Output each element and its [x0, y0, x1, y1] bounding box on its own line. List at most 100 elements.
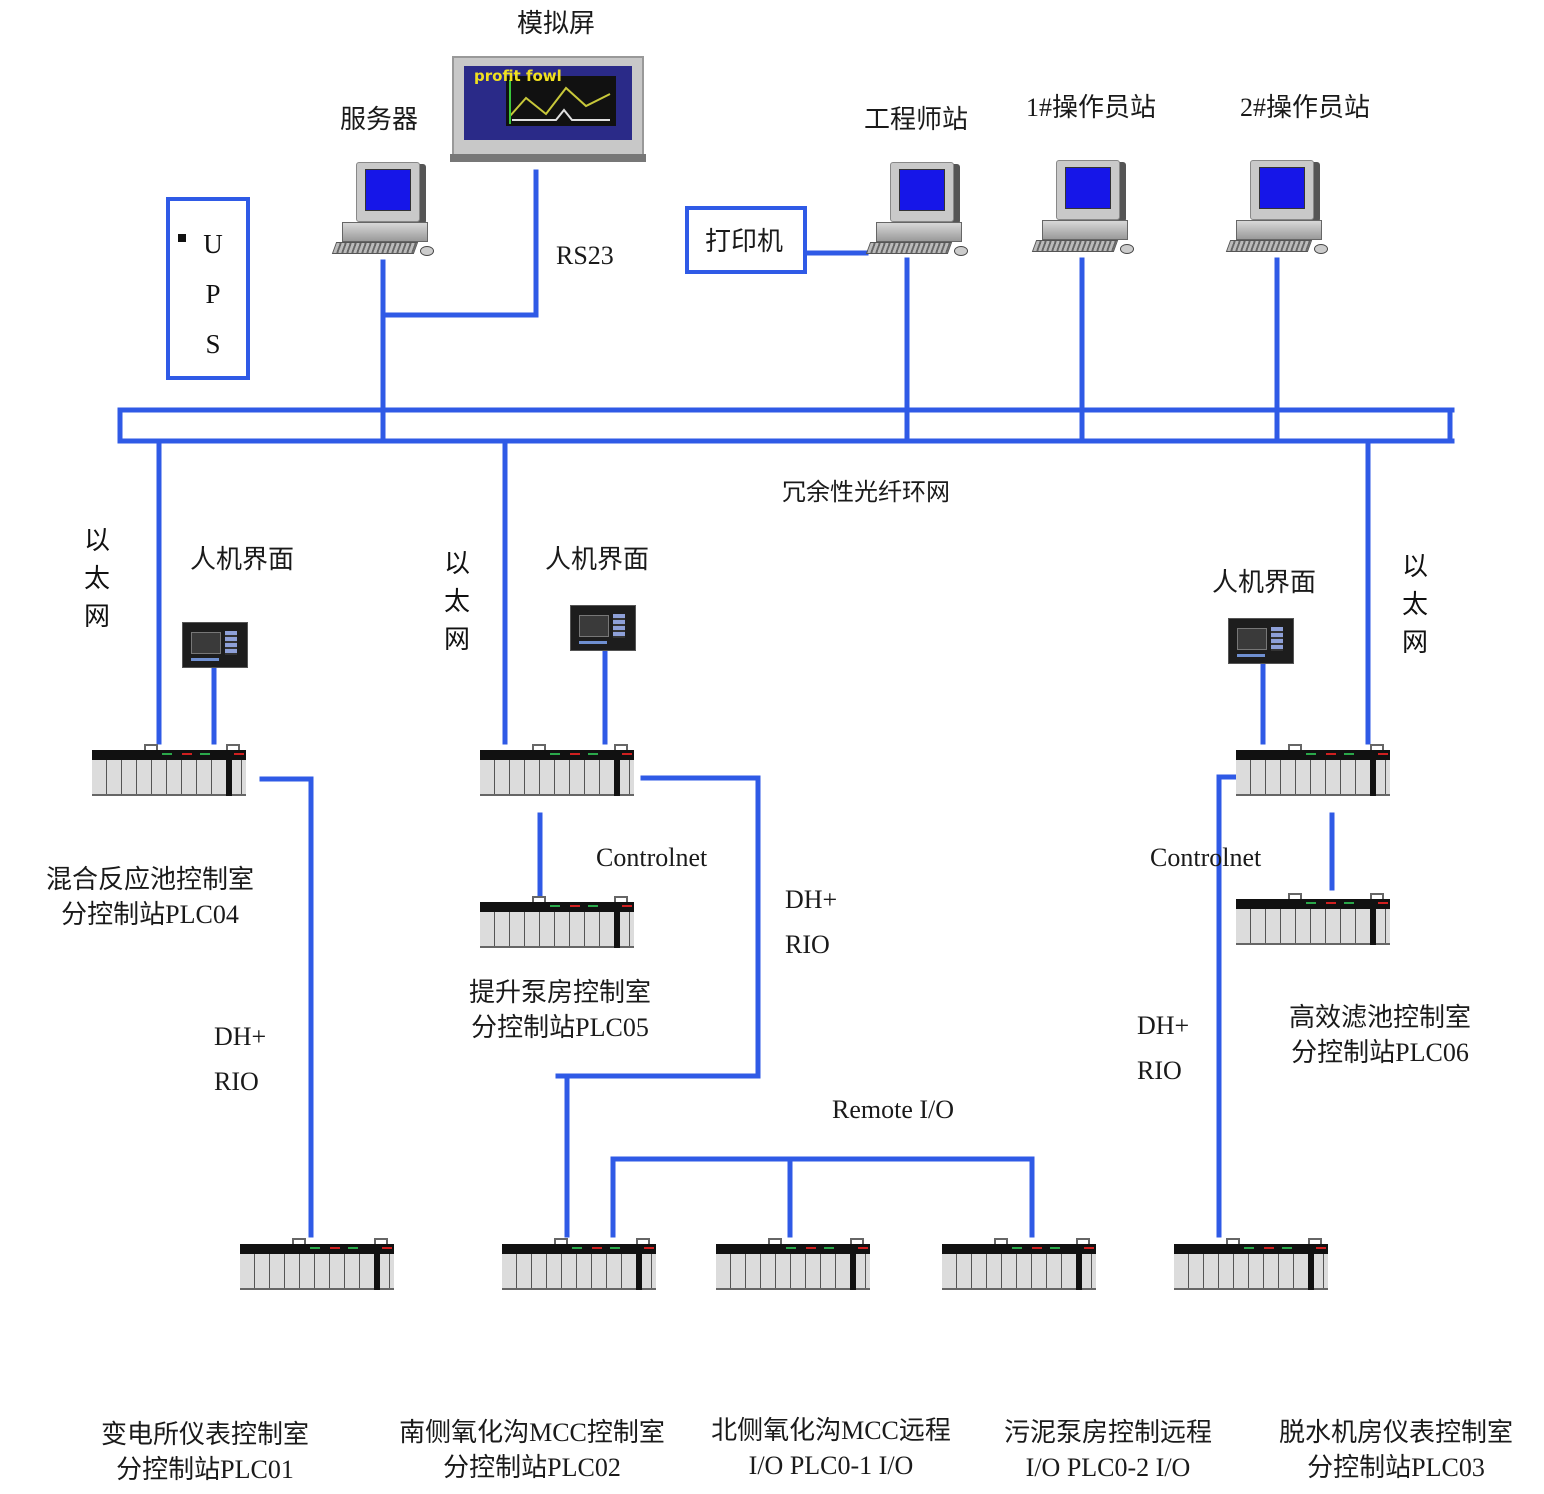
- operator1-computer-icon[interactable]: [1031, 160, 1134, 256]
- status-led-icon: [570, 753, 580, 755]
- plc-rack-icon-plc06[interactable]: [1236, 744, 1390, 800]
- status-led-icon: [1344, 753, 1354, 755]
- mimic-screen-icon[interactable]: profit fowl: [450, 56, 646, 162]
- status-led-icon: [382, 1247, 392, 1249]
- operator2-label: 2#操作员站: [1240, 93, 1371, 122]
- dh-label-left: DH+: [214, 1022, 267, 1051]
- rio-label-right: RIO: [1137, 1056, 1182, 1085]
- station-label-plc06: 高效滤池控制室分控制站PLC06: [1288, 1003, 1472, 1068]
- hmi-label-plc06: 人机界面: [1212, 568, 1317, 597]
- hmi-label-plc05: 人机界面: [545, 545, 650, 574]
- trend-chart-icon: [509, 80, 611, 124]
- status-led-icon: [572, 1247, 582, 1249]
- ring-network-label: 冗余性光纤环网: [782, 478, 950, 506]
- plc-rack-icon-plc05[interactable]: [480, 744, 634, 800]
- status-led-icon: [1316, 1247, 1326, 1249]
- status-led-icon: [644, 1247, 654, 1249]
- status-led-icon: [162, 753, 172, 755]
- status-led-icon: [1012, 1247, 1022, 1249]
- plc-rack-icon-plc03[interactable]: [1174, 1238, 1328, 1294]
- server-computer-icon[interactable]: [331, 162, 434, 258]
- status-led-icon: [1378, 902, 1388, 904]
- station-label-plc01: 变电所仪表控制室分控制站PLC01: [100, 1420, 310, 1485]
- status-led-icon: [182, 753, 192, 755]
- mimic-screen-label: 模拟屏: [516, 9, 596, 38]
- engineer-computer-icon[interactable]: [865, 162, 968, 258]
- status-led-icon: [1264, 1247, 1274, 1249]
- status-led-icon: [786, 1247, 796, 1249]
- plc-rack-icon-plc0-2[interactable]: [942, 1238, 1096, 1294]
- plc-rack-icon-plc02[interactable]: [502, 1238, 656, 1294]
- status-led-icon: [310, 1247, 320, 1249]
- status-led-icon: [1378, 753, 1388, 755]
- status-led-icon: [1326, 902, 1336, 904]
- rs-link: [380, 169, 539, 318]
- operator2-computer-icon[interactable]: [1225, 160, 1328, 256]
- status-led-icon: [570, 905, 580, 907]
- dh-rio-plc05-plc02: [555, 775, 761, 1079]
- mimic-logo: profit fowl: [474, 67, 562, 85]
- dh-rio-plc04-plc01: [259, 776, 314, 1238]
- status-led-icon: [550, 905, 560, 907]
- station-label-plc04: 混合反应池控制室分控制站PLC04: [45, 865, 255, 930]
- hmi-label-plc04: 人机界面: [190, 545, 295, 574]
- status-led-icon: [1084, 1247, 1094, 1249]
- remote-io-label: Remote I/O: [832, 1095, 955, 1124]
- station-label-plc02: 南侧氧化沟MCC控制室分控制站PLC02: [399, 1418, 665, 1483]
- status-led-icon: [1050, 1247, 1060, 1249]
- controlnet-label-right: Controlnet: [1150, 843, 1262, 872]
- status-led-icon: [1306, 902, 1316, 904]
- status-led-icon: [622, 753, 632, 755]
- status-led-icon: [1306, 753, 1316, 755]
- engineer-station-label: 工程师站: [864, 105, 969, 134]
- status-led-icon: [550, 753, 560, 755]
- operator1-label: 1#操作员站: [1026, 93, 1157, 122]
- station-label-plc03: 脱水机房仪表控制室分控制站PLC03: [1278, 1418, 1514, 1483]
- status-led-icon: [824, 1247, 834, 1249]
- server-label: 服务器: [340, 105, 419, 134]
- hmi-panel-icon[interactable]: [570, 605, 636, 651]
- status-led-icon: [330, 1247, 340, 1249]
- status-led-icon: [1344, 902, 1354, 904]
- status-led-icon: [234, 753, 244, 755]
- bullet-icon: [178, 234, 186, 242]
- dh-label-right: DH+: [1137, 1011, 1190, 1040]
- rs-link-label: RS23: [556, 241, 614, 270]
- status-led-icon: [610, 1247, 620, 1249]
- rio-label-left: RIO: [214, 1067, 259, 1096]
- ethernet-label-left: 以太网: [83, 526, 110, 631]
- dh-label-middle: DH+: [785, 885, 838, 914]
- status-led-icon: [200, 753, 210, 755]
- plc-rack-icon-plc01[interactable]: [240, 1238, 394, 1294]
- controlnet-label-left: Controlnet: [596, 843, 708, 872]
- printer-label: 打印机: [705, 227, 784, 256]
- hmi-panel-icon[interactable]: [182, 622, 248, 668]
- station-label-plc05: 提升泵房控制室分控制站PLC05: [468, 978, 652, 1043]
- rio-label-middle: RIO: [785, 930, 830, 959]
- ups-letter: P: [205, 279, 221, 309]
- plc-rack-icon-plc04[interactable]: [92, 744, 246, 800]
- status-led-icon: [1244, 1247, 1254, 1249]
- plc-rack-icon-plc0-1[interactable]: [716, 1238, 870, 1294]
- ethernet-label-right: 以太网: [1401, 552, 1428, 657]
- status-led-icon: [588, 905, 598, 907]
- status-led-icon: [622, 905, 632, 907]
- ups-letter: U: [203, 229, 223, 259]
- ups-letter: S: [205, 329, 221, 359]
- ethernet-label-middle: 以太网: [443, 549, 470, 654]
- status-led-icon: [592, 1247, 602, 1249]
- status-led-icon: [1282, 1247, 1292, 1249]
- dh-rio-plc06-plc03: [1216, 774, 1237, 1238]
- status-led-icon: [1032, 1247, 1042, 1249]
- plc-rack-icon-plc05-controlnet[interactable]: [480, 896, 634, 952]
- hmi-panel-icon[interactable]: [1228, 618, 1294, 664]
- status-led-icon: [588, 753, 598, 755]
- status-led-icon: [858, 1247, 868, 1249]
- ups-box[interactable]: U P S: [166, 197, 250, 380]
- plc-rack-icon-plc06-controlnet[interactable]: [1236, 893, 1390, 949]
- status-led-icon: [348, 1247, 358, 1249]
- printer-box[interactable]: 打印机: [685, 206, 807, 274]
